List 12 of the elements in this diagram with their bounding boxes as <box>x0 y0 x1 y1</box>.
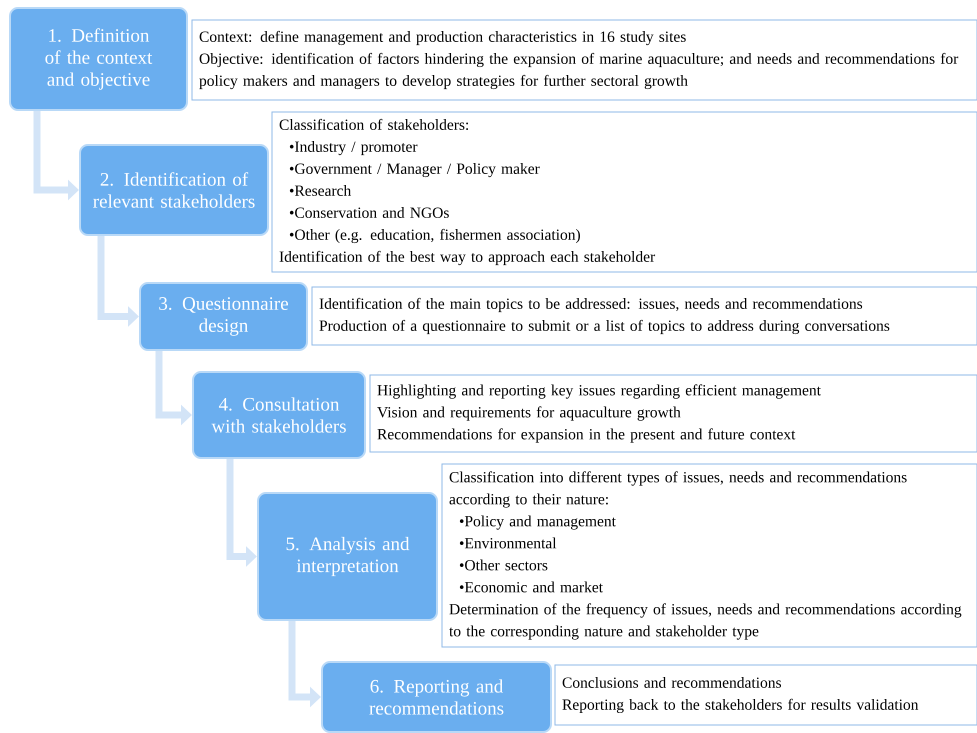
step-box: 3. Questionnaire design <box>139 282 308 351</box>
description-box: Classification of stakeholders: •Industry / promoter •Government / Manager / Policy maker •Research •Conservation and NGOs •Other (e.g. education, fishermen association) Identification of the best way to approach each stakeholder <box>272 112 977 272</box>
step-box: 5. Analysis and interpretation <box>257 492 438 621</box>
step-box: 4. Consultation with stakeholders <box>192 371 366 459</box>
step-box: 2. Identification of relevant stakeholders <box>79 144 269 236</box>
description-box: Identification of the main topics to be addressed: issues, needs and recommendations Production of a questionnaire to submit or a list of topics to address during conversations <box>312 286 977 346</box>
step-box: 1. Definition of the context and objective <box>9 7 188 111</box>
description-box: Context: define management and production characteristics in 16 study sites Objective: identification of factors hindering the expansion of marine aquaculture; and needs and recommendations for policy makers and managers to develop strategies for further sectoral growth <box>192 20 977 100</box>
description-box: Conclusions and recommendations Reporting back to the stakeholders for results validation <box>554 664 977 726</box>
description-box: Classification into different types of issues, needs and recommendations according to their nature: •Policy and management •Environmental •Other sectors •Economic and market Determination of the frequency of issues, needs and recommendations according to the corresponding nature and stakeholder type <box>442 464 977 648</box>
description-box: Highlighting and reporting key issues regarding efficient management Vision and requirements for aquaculture growth Recommendations for expansion in the present and future context <box>370 374 977 452</box>
step-box: 6. Reporting and recommendations <box>321 661 552 733</box>
